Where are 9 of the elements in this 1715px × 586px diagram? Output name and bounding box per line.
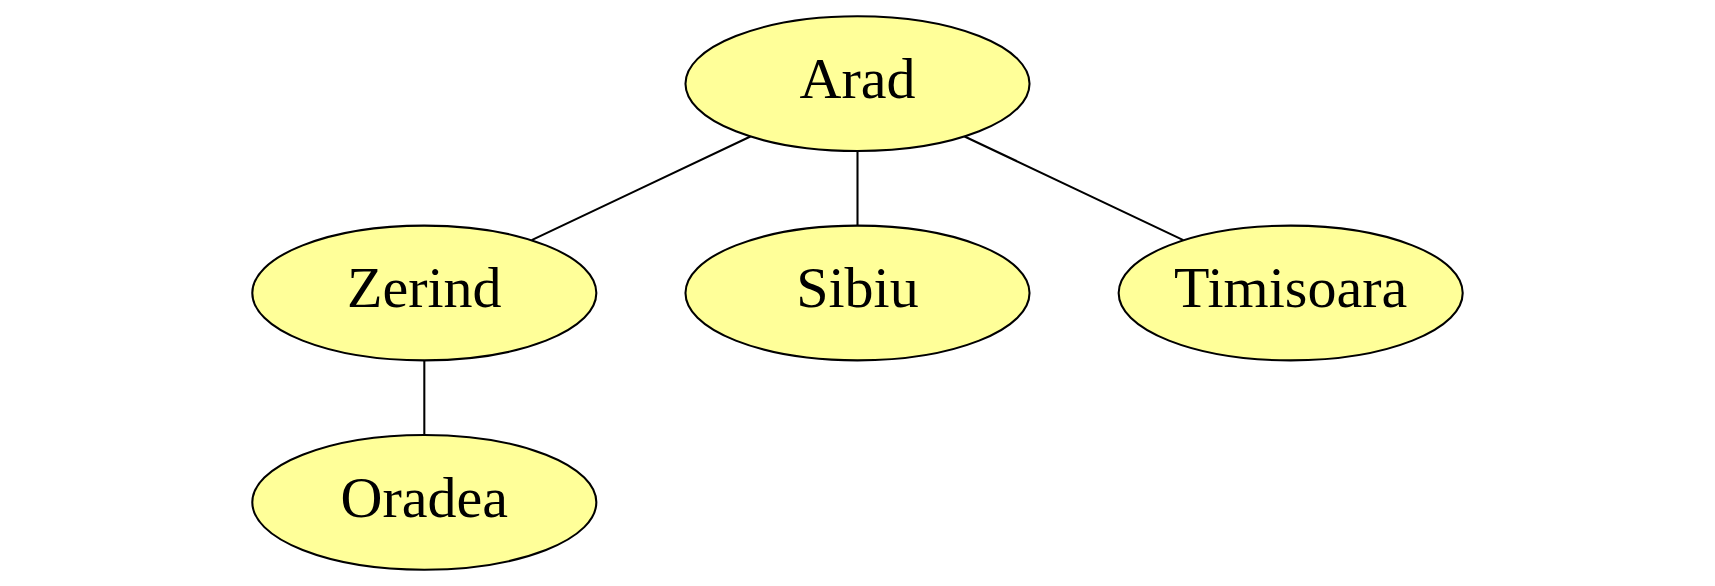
- connector: [964, 135, 1184, 242]
- node-ellipse: Timisoara: [1117, 224, 1464, 362]
- connector: [423, 360, 426, 435]
- connector: [531, 135, 751, 242]
- node-ellipse: Zerind: [251, 224, 598, 362]
- connector: [856, 151, 859, 226]
- node-ellipse: Arad: [684, 15, 1031, 153]
- node-ellipse: Sibiu: [684, 224, 1031, 362]
- node-ellipse: Oradea: [251, 433, 598, 571]
